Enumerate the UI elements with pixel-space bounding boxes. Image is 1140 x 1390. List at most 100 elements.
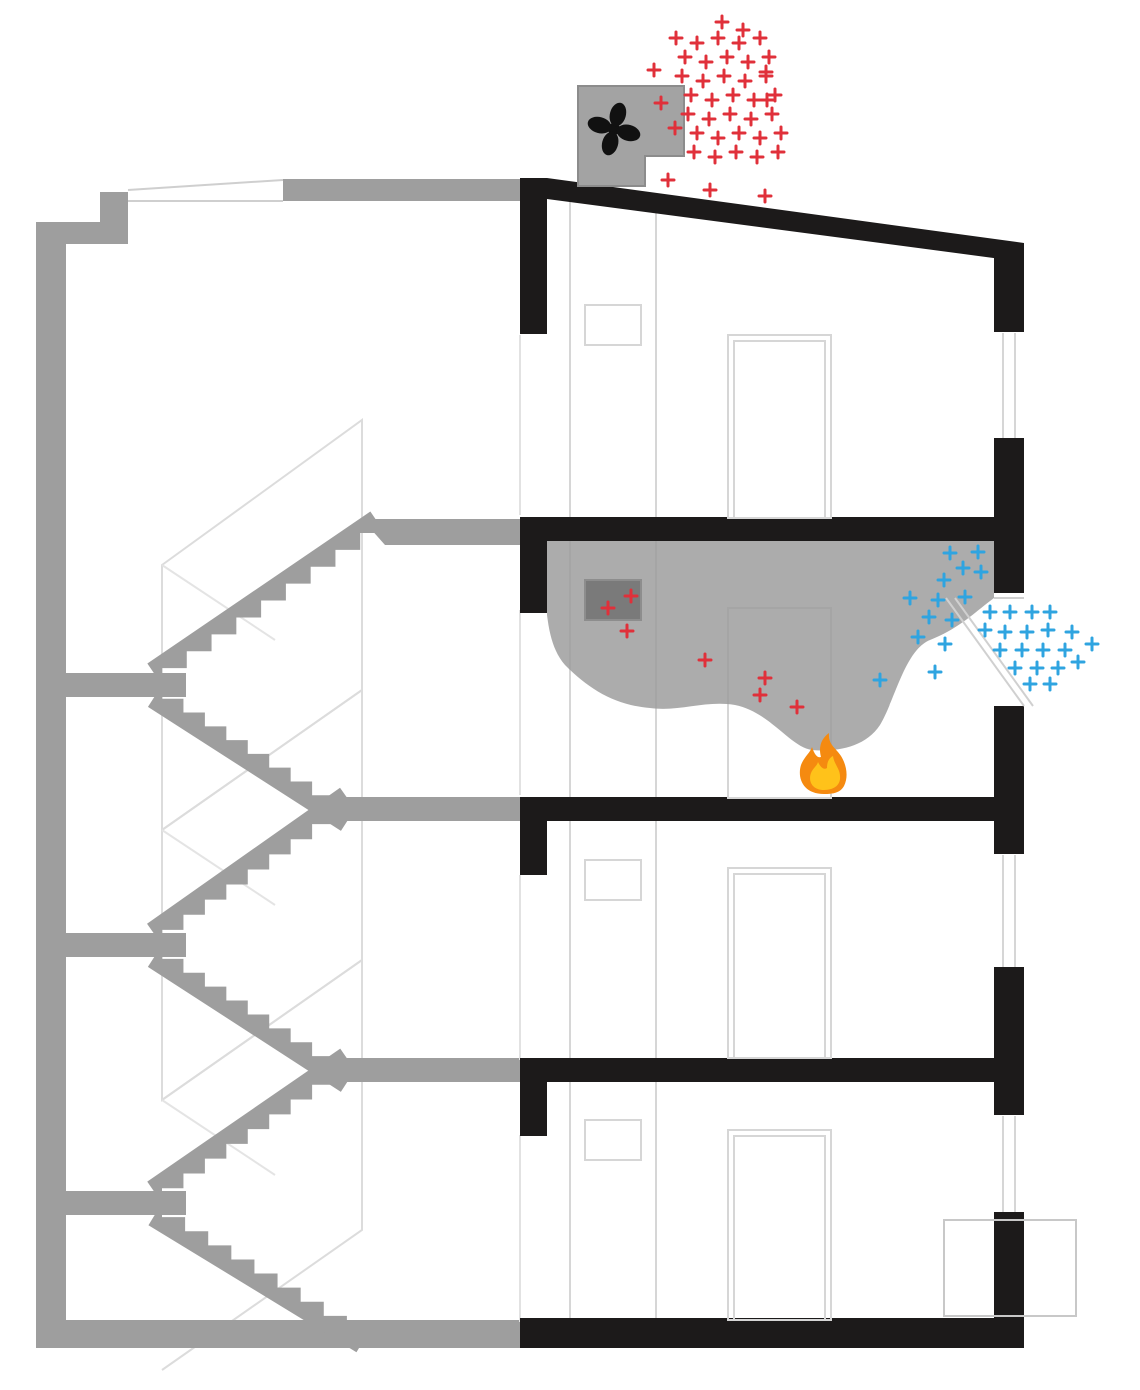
fresh-air-particle-icon — [982, 604, 998, 620]
apartment-block — [519, 178, 1077, 1348]
hot-air-particles — [600, 14, 805, 715]
apartment-interior-lines — [519, 195, 657, 1322]
hot-air-particle-icon — [735, 22, 751, 38]
stair-landing — [345, 797, 520, 821]
hot-air-particle-icon — [767, 87, 783, 103]
staircase — [36, 179, 520, 1371]
stair-ground-slab — [36, 1320, 520, 1348]
hot-air-particle-icon — [759, 92, 775, 108]
stair-flight — [147, 945, 355, 1092]
hot-air-particle-icon — [752, 30, 768, 46]
fresh-air-particle-icon — [927, 664, 943, 680]
hot-air-particle-icon — [677, 49, 693, 65]
hot-air-particle-icon — [725, 87, 741, 103]
hot-air-particle-icon — [731, 35, 747, 51]
fresh-air-particles — [872, 544, 1100, 692]
stair-flight — [147, 1048, 355, 1203]
stair-landing — [345, 1058, 520, 1082]
interior-door — [727, 334, 832, 519]
fresh-air-particle-icon — [1022, 676, 1038, 692]
floor-1-fixtures — [584, 1119, 832, 1321]
hot-air-particle-icon — [714, 14, 730, 30]
fresh-air-particle-icon — [957, 589, 973, 605]
hot-air-particle-icon — [743, 111, 759, 127]
fresh-air-particle-icon — [977, 622, 993, 638]
hot-air-particle-icon — [668, 30, 684, 46]
fire-floor — [547, 541, 1034, 799]
hot-air-particle-icon — [737, 73, 753, 89]
hot-air-particle-icon — [710, 130, 726, 146]
facade-wall — [994, 967, 1024, 1115]
hot-air-particle-icon — [749, 149, 765, 165]
stair-roof-parapet — [100, 192, 128, 222]
stair-landing — [362, 519, 520, 545]
stair-flight — [147, 511, 385, 685]
fresh-air-particle-icon — [930, 592, 946, 608]
stair-roof-glazing — [127, 179, 284, 202]
facade-wall — [994, 1212, 1024, 1332]
facade-wall — [994, 438, 1024, 593]
stair-flights — [147, 511, 385, 1353]
hot-air-particle-icon — [653, 95, 669, 111]
fresh-air-particle-icon — [1042, 604, 1058, 620]
hot-air-particle-icon — [702, 182, 718, 198]
hot-air-particle-icon — [710, 30, 726, 46]
floor-slab — [520, 1058, 1024, 1082]
fan-icon — [587, 102, 641, 156]
hot-air-particle-icon — [697, 652, 713, 668]
stair-shaft-wall — [36, 222, 128, 1325]
hot-air-particle-icon — [746, 92, 762, 108]
floor-4-fixtures — [584, 304, 832, 519]
hot-air-particle-icon — [701, 111, 717, 127]
fresh-air-particle-icon — [997, 624, 1013, 640]
hot-air-particle-icon — [752, 687, 768, 703]
open-window — [945, 597, 1034, 707]
fresh-air-particle-icon — [910, 629, 926, 645]
hot-air-particle-icon — [770, 144, 786, 160]
roof-slab — [520, 178, 1024, 262]
hot-air-particle-icon — [789, 699, 805, 715]
roof-extract-fan — [577, 85, 685, 187]
hot-air-particle-icon — [773, 125, 789, 141]
stair-flight — [147, 685, 355, 831]
stair-flight — [148, 1203, 370, 1353]
hot-air-particle-icon — [757, 188, 773, 204]
apartment-left-wall — [520, 517, 547, 613]
fire-icon — [799, 733, 847, 794]
hot-air-particle-icon — [707, 149, 723, 165]
fresh-air-particle-icon — [1007, 660, 1023, 676]
fresh-air-particle-icon — [1084, 636, 1100, 652]
hot-air-particle-icon — [680, 106, 696, 122]
hot-air-particle-icon — [689, 125, 705, 141]
stair-roof-slab — [283, 179, 520, 201]
fresh-air-particle-icon — [936, 572, 952, 588]
facade-wall — [994, 249, 1024, 332]
hot-air-particle-icon — [674, 68, 690, 84]
stair-landing — [66, 673, 186, 697]
hot-air-particle-icon — [689, 35, 705, 51]
hot-air-particle-icon — [722, 106, 738, 122]
hot-air-particle-icon — [764, 106, 780, 122]
stair-landing — [66, 933, 186, 957]
hot-air-particle-icon — [704, 92, 720, 108]
hot-air-particle-icon — [761, 49, 777, 65]
hot-air-particle-icon — [719, 49, 735, 65]
ground-slab — [520, 1318, 1024, 1348]
fresh-air-particle-icon — [1002, 604, 1018, 620]
hot-air-particle-icon — [619, 623, 635, 639]
fresh-air-particle-icon — [1029, 660, 1045, 676]
ground-floor-box — [943, 1219, 1077, 1317]
fresh-air-particle-icon — [1035, 642, 1051, 658]
hot-air-particle-icon — [683, 87, 699, 103]
floor-2-fixtures — [584, 859, 832, 1059]
facade-wall — [994, 706, 1024, 854]
hot-air-particle-icon — [695, 73, 711, 89]
fresh-air-particle-icon — [1042, 676, 1058, 692]
fresh-air-particle-icon — [1040, 622, 1056, 638]
floor-slab — [520, 797, 1024, 821]
hot-air-particle-icon — [740, 54, 756, 70]
fresh-air-particle-icon — [921, 609, 937, 625]
apartment-left-wall — [520, 797, 547, 875]
